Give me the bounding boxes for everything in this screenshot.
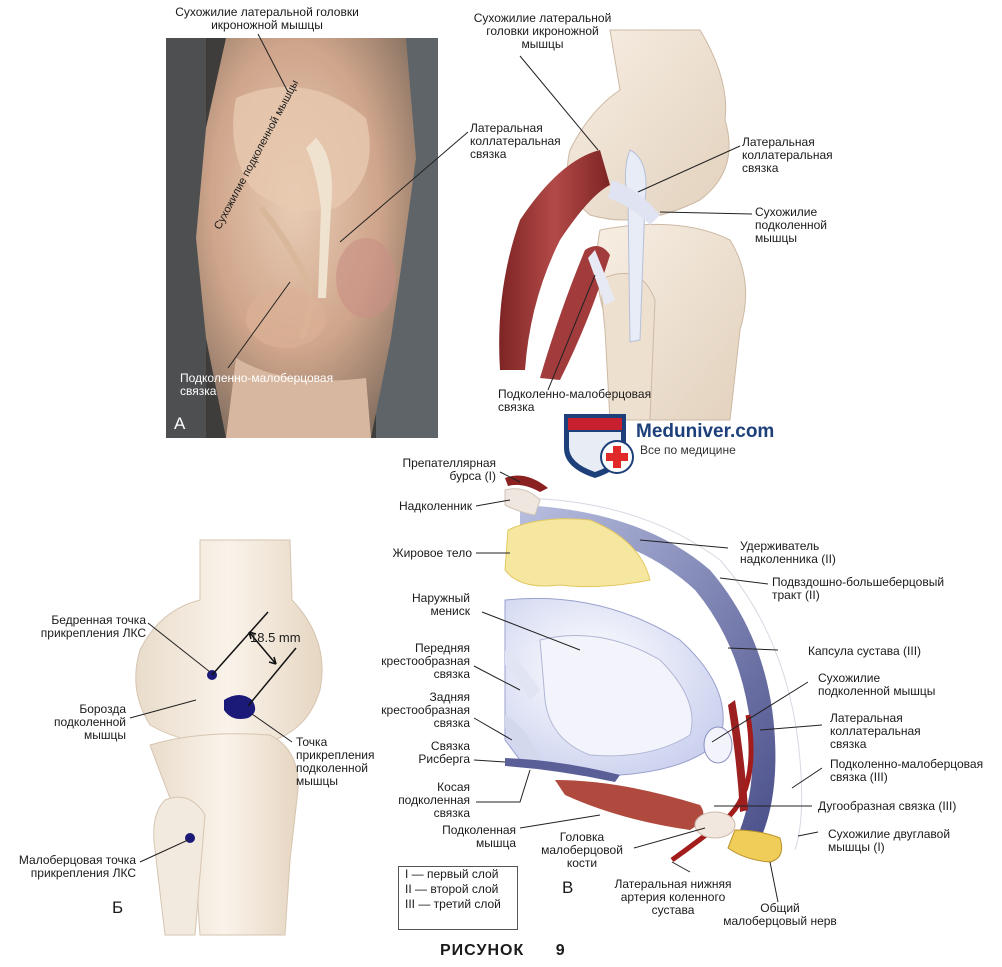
measurement-label: 18.5 mm: [250, 630, 301, 645]
label-c-retinaculum: Удерживатель надколенника (II): [740, 539, 836, 566]
figure-caption-word: РИСУНОК: [440, 942, 525, 959]
label-c-fibular-head: Головка малоберцовой кости: [541, 830, 623, 870]
label-c-inferior-genicular-artery: Латеральная нижняя артерия коленного сус…: [614, 877, 732, 917]
label-a-popliteofibular: Подколенно-малоберцовая связка: [180, 371, 334, 398]
label-c-capsule: Капсула сустава (III): [808, 644, 922, 658]
label-a2-lcl: Латеральная коллатеральная связка: [742, 135, 833, 175]
label-c-acl: Передняя крестообразная связка: [381, 641, 470, 681]
panel-b-letter: Б: [112, 898, 124, 917]
label-c-patella: Надколенник: [398, 499, 472, 513]
label-a2-popliteus-tendon: Сухожилие подколенной мышцы: [755, 205, 828, 245]
label-a2-lat-gastro: Сухожилие латеральной головки икроножной…: [473, 11, 612, 51]
label-c-it-band: Подвздошно-большеберцовый тракт (II): [772, 575, 945, 602]
panel-a-letter: А: [174, 414, 186, 433]
layer-legend: I — первый слой II — второй слой III — т…: [398, 866, 518, 930]
label-b-femoral-point: Бедренная точка прикрепления ЛКС: [40, 613, 146, 640]
label-b-groove: Борозда подколенной мышцы: [53, 702, 126, 742]
label-c-pcl: Задняя крестообразная связка: [381, 690, 470, 730]
label-c-lateral-meniscus: Наружный мениск: [412, 591, 470, 618]
logo-title: Meduniver.com: [636, 421, 775, 442]
label-b-fibular-point: Малоберцовая точка прикрепления ЛКС: [18, 853, 136, 880]
logo-subtitle: Все по медицине: [640, 443, 736, 457]
figure-caption-number: 9: [555, 942, 566, 959]
label-a2-popliteofibular: Подколенно-малоберцовая связка: [498, 387, 652, 414]
label-c-peroneal-nerve: Общий малоберцовый нерв: [723, 901, 837, 928]
label-c-lcl: Латеральная коллатеральная связка: [830, 711, 921, 751]
label-c-popliteofibular: Подколенно-малоберцовая связка (III): [830, 757, 984, 784]
legend-item-third: III — третий слой: [405, 897, 501, 911]
label-a-lat-gastro: Сухожилие латеральной головки икроножной…: [175, 5, 359, 32]
label-c-fat-pad: Жировое тело: [392, 546, 473, 560]
label-c-oblique-popliteal: Косая подколенная связка: [398, 780, 470, 820]
label-c-popliteus-muscle: Подколенная мышца: [442, 823, 516, 850]
legend-item-second: II — второй слой: [405, 882, 499, 896]
label-c-arcuate: Дугообразная связка (III): [818, 799, 957, 813]
legend-item-first: I — первый слой: [405, 867, 499, 881]
figure-caption: РИСУНОК 9: [440, 942, 566, 960]
label-c-biceps: Сухожилие двуглавой мышцы (I): [828, 827, 951, 854]
label-b-popliteus-point: Точка прикрепления подколенной мышцы: [296, 735, 375, 788]
label-c-prepatellar-bursa: Препателлярная бурса (I): [402, 456, 497, 483]
popliteus-point-marker: [224, 695, 256, 719]
label-c-popliteus-tendon: Сухожилие подколенной мышцы: [818, 671, 936, 698]
label-c-wrisberg: Связка Рисберга: [418, 739, 470, 766]
panel-c-letter: В: [562, 878, 574, 897]
